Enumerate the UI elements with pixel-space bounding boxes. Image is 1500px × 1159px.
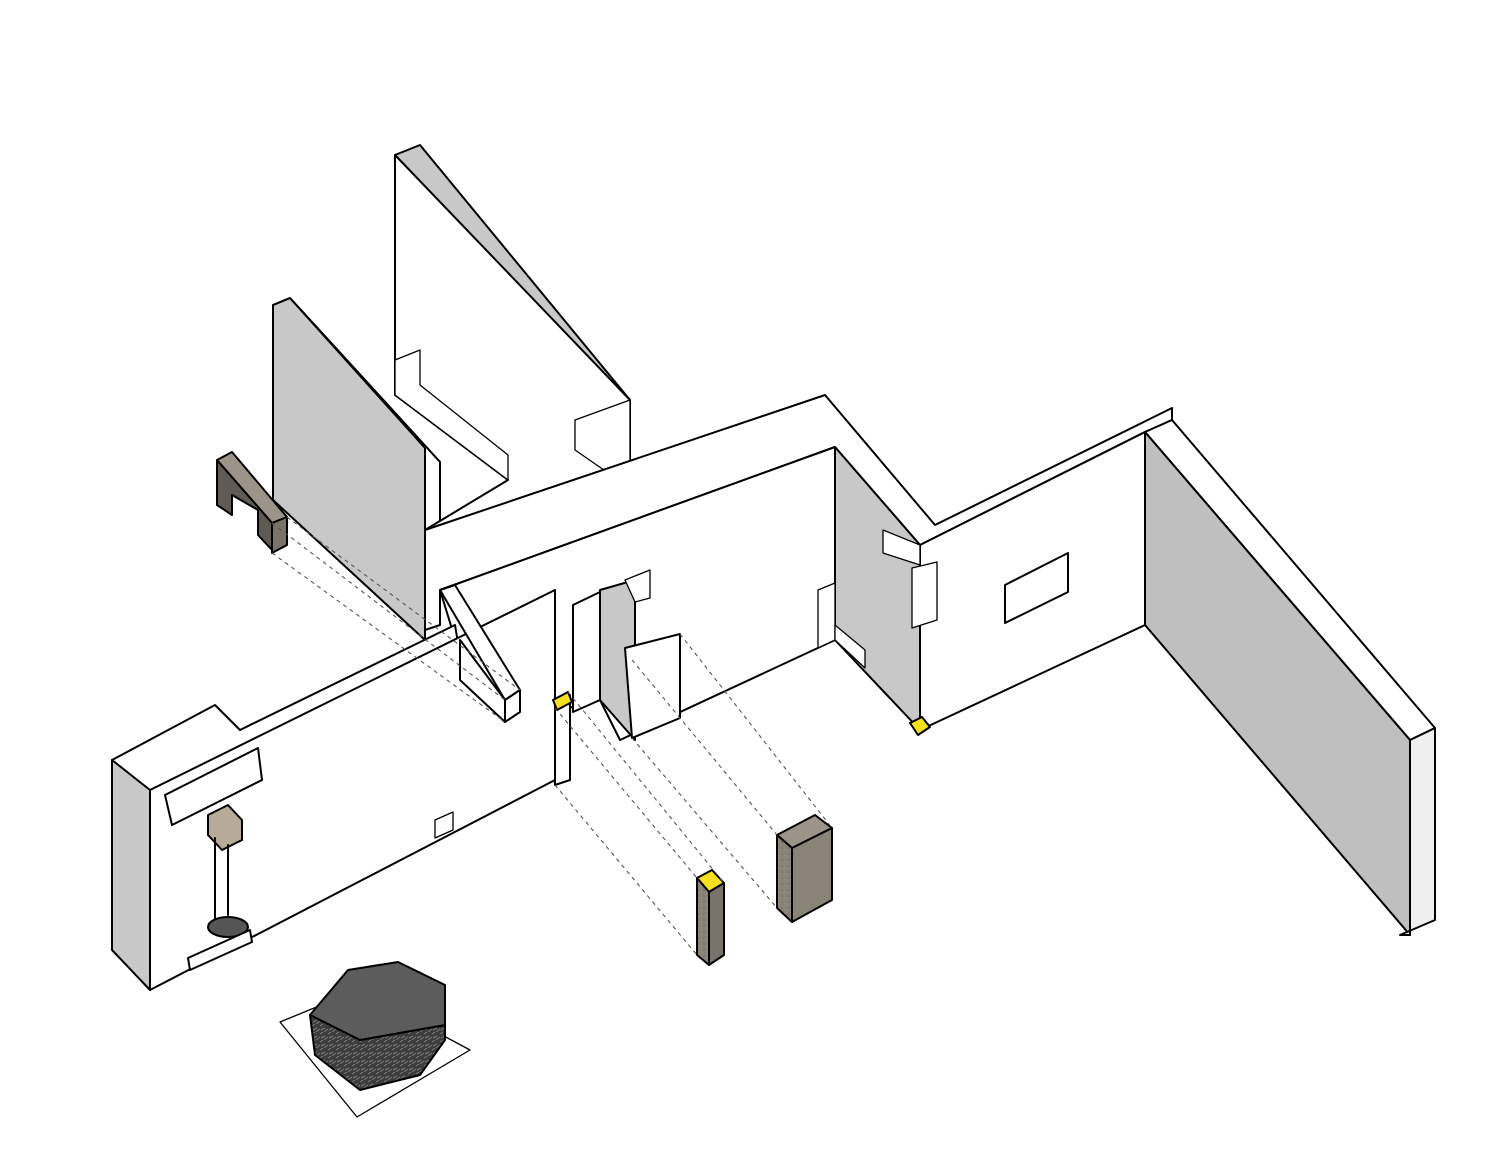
right-corner-post — [911, 561, 938, 629]
yellow-corner-marker-right — [909, 716, 931, 736]
right-corner-floor — [834, 624, 866, 669]
lamp-base — [187, 929, 253, 971]
back-wall-right-notch — [394, 349, 509, 481]
glass-wall-edge — [1399, 727, 1436, 936]
boulder-top — [309, 961, 446, 1041]
front-wall — [111, 589, 556, 991]
block-front — [776, 834, 793, 923]
pendant-lamp — [187, 804, 253, 971]
projection-lines — [271, 516, 833, 956]
bench-end — [271, 516, 288, 554]
doorway-post — [552, 691, 931, 786]
inner-partition-front — [572, 591, 601, 713]
front-wall-cabinet — [164, 747, 263, 826]
central-beam — [439, 584, 521, 723]
inner-corner-wall — [817, 582, 836, 649]
wall-window-opening — [1004, 552, 1069, 624]
glass-wall-panel — [1144, 419, 1436, 936]
stone-block-large — [776, 814, 833, 923]
front-wall-end — [111, 759, 151, 991]
boulder-on-base — [279, 961, 471, 1118]
yellow-corner-marker — [552, 691, 573, 711]
beam-face — [459, 639, 506, 723]
block-side — [791, 827, 833, 923]
lamp-disk — [207, 916, 249, 938]
inner-niche-top — [624, 569, 651, 603]
inner-doorway — [624, 633, 681, 739]
lamp-box — [207, 804, 243, 851]
right-corner-ledge — [882, 529, 921, 566]
plinth-side — [708, 882, 725, 966]
plinth-front — [696, 877, 710, 966]
front-wall-niche — [434, 811, 454, 839]
stone-plinth-tall — [696, 869, 725, 966]
